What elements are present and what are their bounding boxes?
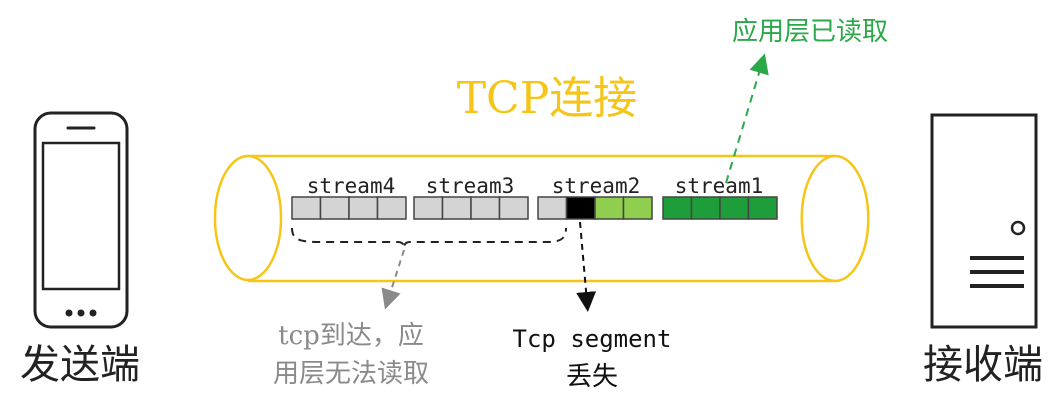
arrived-note-line1: tcp到达，应	[278, 321, 424, 351]
receiver-label: 接收端	[923, 342, 1043, 388]
stream-label-1: stream1	[675, 174, 764, 198]
smartphone-icon	[33, 111, 129, 329]
stream1-cell-3	[719, 196, 750, 220]
stream4-cell-2	[319, 196, 350, 220]
lost-arrow	[576, 221, 597, 312]
stream-label-4: stream4	[307, 174, 396, 198]
stream3-cell-1	[413, 196, 444, 220]
server-tower-icon	[930, 113, 1038, 329]
stream1-cell-1	[662, 196, 693, 220]
stream2-cell-4	[622, 196, 653, 220]
stream2-cell-3	[594, 196, 625, 220]
lost-note-line2: 丢失	[566, 362, 618, 392]
stream4-cell-1	[291, 196, 322, 220]
arrived-arrow	[381, 249, 405, 310]
stream1-cell-4	[747, 196, 778, 220]
stream4-cell-4	[376, 196, 407, 220]
app-read-arrow	[725, 53, 769, 184]
tcp-pipe	[213, 154, 870, 283]
stream-label-2: stream2	[552, 174, 641, 198]
stream1-cell-2	[690, 196, 721, 220]
diagram-title: TCP连接	[457, 73, 638, 124]
arrived-note-line2: 用层无法读取	[273, 359, 429, 389]
stream4-cell-3	[348, 196, 379, 220]
segment-cells	[291, 196, 778, 220]
stream3-cell-4	[498, 196, 529, 220]
stream3-cell-3	[470, 196, 501, 220]
stream2-cell-1	[537, 196, 568, 220]
lost-note-line1: Tcp segment	[513, 325, 672, 353]
stream-label-3: stream3	[426, 174, 515, 198]
arrived-brace	[291, 227, 567, 249]
app-read-label: 应用层已读取	[732, 17, 888, 47]
stream2-cell-2	[565, 196, 596, 220]
stream3-cell-2	[441, 196, 472, 220]
sender-label: 发送端	[20, 342, 140, 388]
